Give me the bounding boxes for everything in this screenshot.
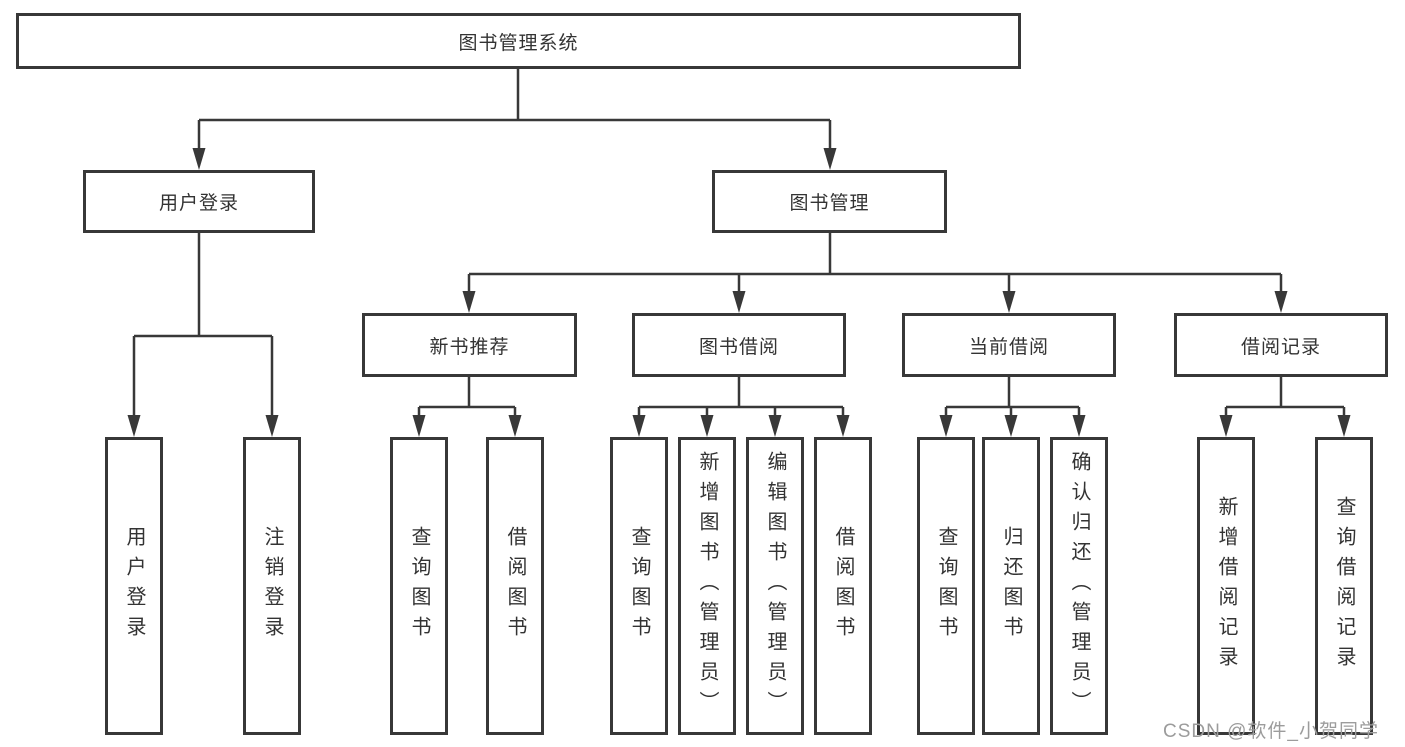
connector-book-borrowing-to-leaves: [632, 377, 850, 437]
connector-root-to-level2: [192, 69, 837, 170]
connector-current-borrowing-to-leaves: [939, 377, 1086, 437]
node-new-book-recommendation: 新书推荐: [362, 313, 577, 377]
leaf-borrow-books: 借阅图书: [814, 437, 872, 735]
leaf-query-borrow-record: 查询借阅记录: [1315, 437, 1373, 735]
connector-user-login-to-leaves: [127, 233, 279, 437]
node-book-borrowing: 图书借阅: [632, 313, 846, 377]
connector-book-management-to-level3: [462, 233, 1288, 313]
leaf-query-books-recommend: 查询图书: [390, 437, 448, 735]
leaf-return-books: 归还图书: [982, 437, 1040, 735]
leaf-add-borrow-record: 新增借阅记录: [1197, 437, 1255, 735]
leaf-borrow-books-recommend: 借阅图书: [486, 437, 544, 735]
connector-borrowing-records-to-leaves: [1219, 377, 1351, 437]
node-borrowing-records: 借阅记录: [1174, 313, 1388, 377]
node-root-system: 图书管理系统: [16, 13, 1021, 69]
leaf-add-books-admin: 新增图书（管理员）: [678, 437, 736, 735]
leaf-user-login: 用户登录: [105, 437, 163, 735]
node-current-borrowing: 当前借阅: [902, 313, 1116, 377]
leaf-edit-books-admin: 编辑图书（管理员）: [746, 437, 804, 735]
csdn-watermark: CSDN @软件_小贺同学: [1163, 721, 1379, 742]
node-user-login: 用户登录: [83, 170, 315, 233]
leaf-query-books-borrow: 查询图书: [610, 437, 668, 735]
connector-new-book-recommendation-to-leaves: [412, 377, 522, 437]
node-book-management: 图书管理: [712, 170, 947, 233]
leaf-logout: 注销登录: [243, 437, 301, 735]
leaf-confirm-return-admin: 确认归还（管理员）: [1050, 437, 1108, 735]
leaf-query-books-current: 查询图书: [917, 437, 975, 735]
